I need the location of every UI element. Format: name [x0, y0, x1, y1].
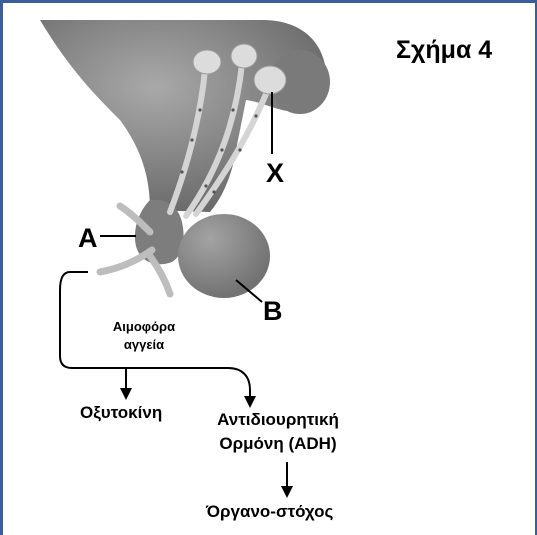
blood-vessels-label: Αιμοφόρα αγγεία: [84, 318, 204, 354]
adh-label: Αντιδιουρητική Ορμόνη (ADH): [203, 408, 353, 456]
label-a: A: [78, 223, 98, 254]
blood-vessels-line2: αγγεία: [84, 336, 204, 354]
adh-line1: Αντιδιουρητική: [203, 408, 353, 432]
blood-vessels-line1: Αιμοφόρα: [84, 318, 204, 336]
figure-title: Σχήμα 4: [396, 36, 492, 65]
label-b: B: [263, 296, 283, 327]
target-organ-label: Όργανο-στόχος: [206, 502, 333, 522]
adh-line2: Ορμόνη (ADH): [203, 432, 353, 456]
oxytocin-label: Οξυτοκίνη: [80, 403, 162, 423]
posterior-pituitary: [178, 214, 270, 298]
label-x: X: [266, 158, 284, 189]
